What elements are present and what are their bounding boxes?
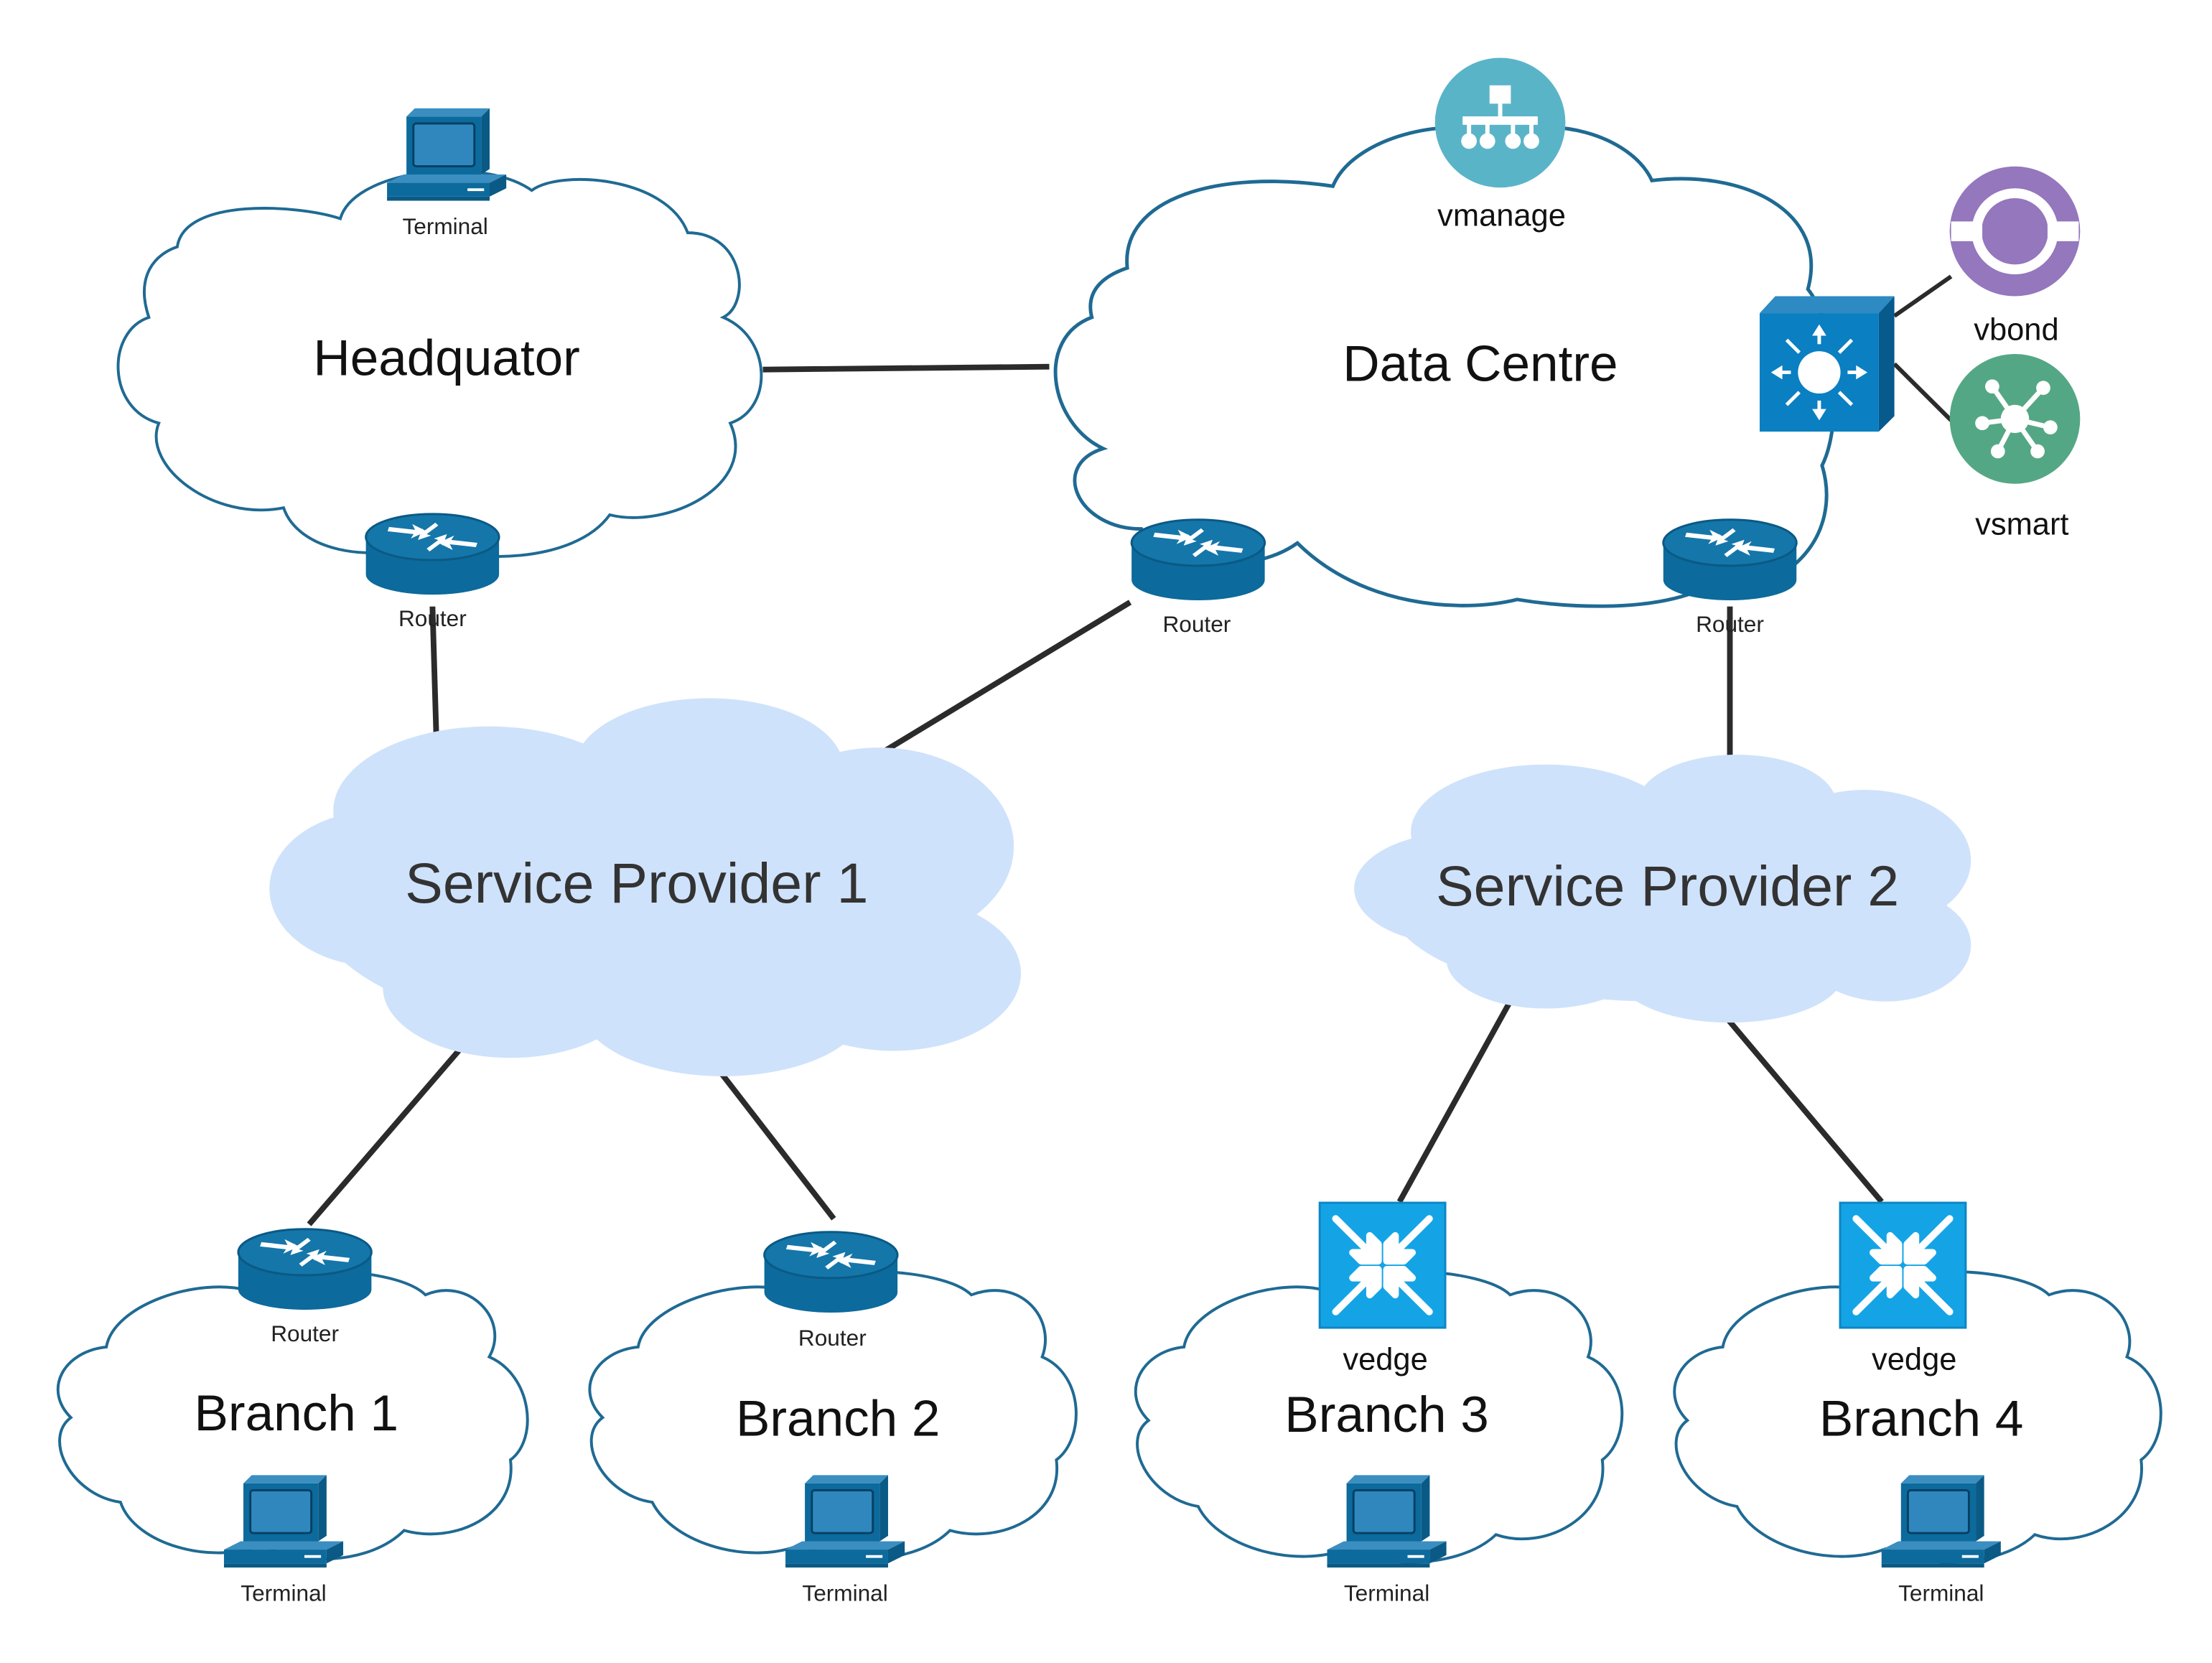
branch3-vedge-label: vedge <box>1343 1343 1427 1377</box>
site-headquarter: Headquator Terminal Router <box>116 107 763 631</box>
headquarter-title: Headquator <box>313 330 579 387</box>
hq-router-label: Router <box>398 605 467 631</box>
branch4-vedge-icon[interactable] <box>1839 1202 1967 1329</box>
branch1-router-icon[interactable] <box>237 1228 373 1311</box>
links <box>307 274 1953 1226</box>
site-branch1: Router Branch 1 Terminal <box>56 1228 529 1606</box>
site-branch2: Router Branch 2 Terminal <box>588 1231 1078 1606</box>
link-datacentre-sp1 <box>874 600 1132 759</box>
sp2-cloud <box>1354 754 1971 1023</box>
dc-router-left-label: Router <box>1162 611 1231 637</box>
vmanage-label: vmanage <box>1437 198 1566 233</box>
branch3-title: Branch 3 <box>1284 1387 1489 1443</box>
branch4-vedge-label: vedge <box>1872 1343 1956 1377</box>
vbond-label: vbond <box>1974 313 2058 348</box>
dc-router-left-icon[interactable] <box>1130 518 1266 602</box>
site-sp2: Service Provider 2 <box>1354 754 1971 1023</box>
link-switch-vbond <box>1893 274 1953 318</box>
vbond-node[interactable]: vbond <box>1949 166 2081 348</box>
site-datacentre: Data Centre vmanage <box>1053 57 2081 637</box>
site-sp1: Service Provider 1 <box>269 698 1021 1076</box>
link-sp1-branch2 <box>718 1070 836 1221</box>
vsmart-label: vsmart <box>1975 508 2068 542</box>
link-sp2-branch3 <box>1396 1000 1513 1203</box>
hq-terminal-label: Terminal <box>402 213 487 239</box>
link-hq-sp1 <box>429 606 440 751</box>
link-hq-datacentre <box>762 363 1050 373</box>
vmanage-glyph <box>1461 85 1539 149</box>
layer3-switch[interactable] <box>1759 296 1895 432</box>
sp1-title: Service Provider 1 <box>405 852 868 915</box>
branch2-terminal-label: Terminal <box>802 1580 887 1606</box>
sp1-cloud <box>269 698 1021 1076</box>
sp2-title: Service Provider 2 <box>1436 854 1899 918</box>
dc-router-right-icon[interactable] <box>1662 518 1798 602</box>
site-branch3: vedge Branch 3 Terminal <box>1134 1202 1624 1606</box>
branch3-terminal-label: Terminal <box>1344 1580 1429 1606</box>
site-branch4: vedge Branch 4 Terminal <box>1673 1202 2162 1606</box>
branch2-router-icon[interactable] <box>763 1231 899 1314</box>
branch1-title: Branch 1 <box>195 1385 399 1442</box>
branch4-terminal-label: Terminal <box>1898 1580 1984 1606</box>
branch1-router-label: Router <box>271 1320 339 1346</box>
link-sp2-branch4 <box>1725 1016 1884 1204</box>
link-switch-vsmart <box>1893 362 1953 422</box>
hq-terminal-icon <box>386 107 508 202</box>
branch2-title: Branch 2 <box>736 1391 941 1448</box>
switch-glyph <box>1770 324 1868 421</box>
vsmart-node[interactable]: vsmart <box>1949 354 2081 542</box>
vbond-icon <box>1949 166 2081 297</box>
branch4-title: Branch 4 <box>1819 1391 2024 1448</box>
branch3-vedge-icon[interactable] <box>1319 1202 1447 1329</box>
dc-router-right-label: Router <box>1696 611 1764 637</box>
datacentre-title: Data Centre <box>1343 336 1618 393</box>
hq-router-icon[interactable] <box>365 513 500 596</box>
link-sp1-branch1 <box>307 1045 465 1226</box>
branch2-router-label: Router <box>798 1325 867 1351</box>
branch1-terminal-label: Terminal <box>241 1580 326 1606</box>
vmanage-node[interactable]: vmanage <box>1434 57 1566 233</box>
